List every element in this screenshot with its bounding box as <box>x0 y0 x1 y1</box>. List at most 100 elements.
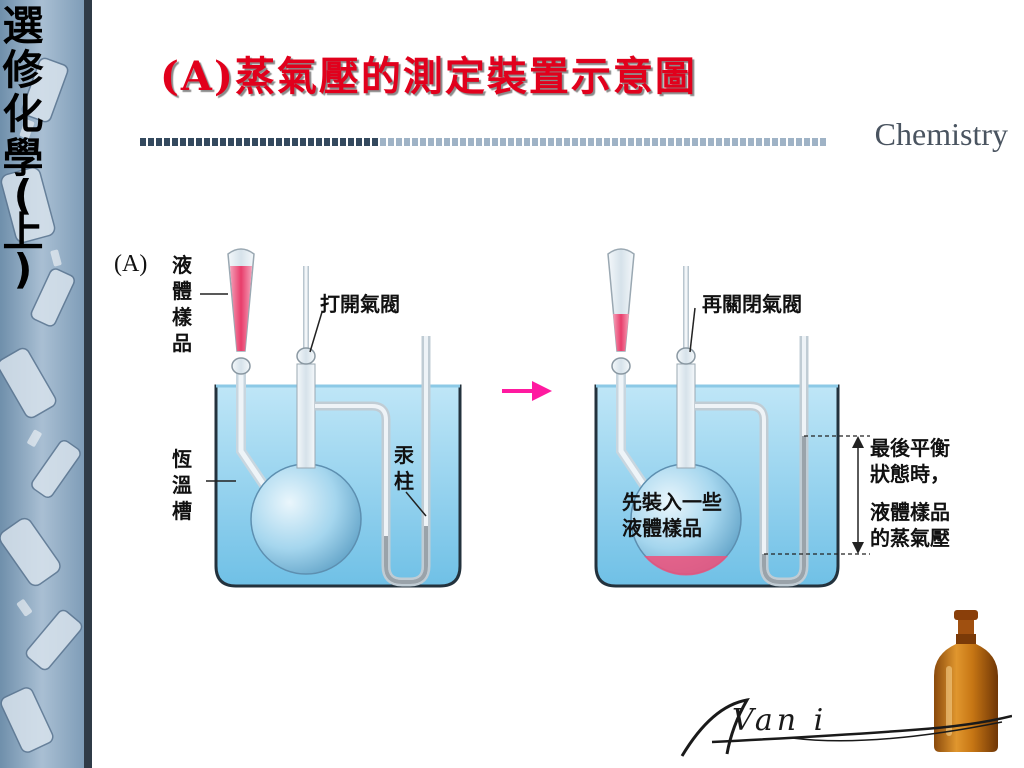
equilibrium-line4: 的蒸氣壓 <box>870 526 950 550</box>
divider-dot <box>508 138 514 146</box>
divider-dot <box>660 138 666 146</box>
divider-dot <box>460 138 466 146</box>
divider-dot <box>396 138 402 146</box>
course-title: 選 修 化 學 ( 上 ) <box>0 2 46 293</box>
divider-dot <box>380 138 386 146</box>
divider-dot <box>236 138 242 146</box>
divider-dot <box>468 138 474 146</box>
divider-dot <box>436 138 442 146</box>
preloaded-sample-line1: 先裝入一些 <box>622 490 722 514</box>
divider-dot <box>420 138 426 146</box>
right-funnel-stopcock <box>611 357 631 375</box>
divider-dot <box>676 138 682 146</box>
divider-dot <box>564 138 570 146</box>
divider-dot <box>204 138 210 146</box>
divider-dot <box>164 138 170 146</box>
divider-dot <box>220 138 226 146</box>
divider-dot <box>444 138 450 146</box>
course-title-char: 上 <box>2 208 44 256</box>
course-title-char: 化 <box>2 90 44 138</box>
divider-dot <box>644 138 650 146</box>
title-divider <box>140 138 826 146</box>
divider-dot <box>364 138 370 146</box>
divider-dot <box>260 138 266 146</box>
equilibrium-line2: 狀態時， <box>870 462 950 486</box>
divider-dot <box>404 138 410 146</box>
open-valve-label: 打開氣閥 <box>320 292 400 316</box>
divider-dot <box>428 138 434 146</box>
divider-dot <box>812 138 818 146</box>
divider-dot <box>724 138 730 146</box>
right-apparatus <box>594 248 870 588</box>
course-title-char: ( <box>13 171 33 219</box>
divider-dot <box>772 138 778 146</box>
divider-dot <box>492 138 498 146</box>
divider-dot <box>684 138 690 146</box>
divider-dot <box>452 138 458 146</box>
divider-dot <box>668 138 674 146</box>
thermostat-bath-label: 恆溫槽 <box>172 447 192 523</box>
signature-swoosh <box>680 697 1012 757</box>
divider-dot <box>636 138 642 146</box>
divider-dot <box>716 138 722 146</box>
divider-dot <box>556 138 562 146</box>
divider-dot <box>252 138 258 146</box>
divider-dot <box>612 138 618 146</box>
divider-dot <box>652 138 658 146</box>
divider-dot <box>748 138 754 146</box>
divider-dot <box>764 138 770 146</box>
divider-dot <box>324 138 330 146</box>
right-flask-liquid <box>644 556 728 576</box>
preloaded-sample-line2: 液體樣品 <box>622 516 702 540</box>
divider-dot <box>356 138 362 146</box>
divider-dot <box>692 138 698 146</box>
course-title-char: 修 <box>2 46 44 94</box>
divider-dot <box>212 138 218 146</box>
divider-dot <box>332 138 338 146</box>
equilibrium-line3: 液體樣品 <box>870 500 950 524</box>
divider-dot <box>372 138 378 146</box>
divider-dot <box>156 138 162 146</box>
divider-dot <box>804 138 810 146</box>
course-title-char: 選 <box>2 2 44 50</box>
divider-dot <box>628 138 634 146</box>
left-apparatus <box>200 248 462 588</box>
divider-dot <box>580 138 586 146</box>
divider-dot <box>140 138 146 146</box>
divider-dot <box>308 138 314 146</box>
liquid-sample-label: 液體樣品 <box>172 253 192 355</box>
sidebar-background <box>0 0 92 768</box>
course-title-char: ) <box>13 245 33 293</box>
divider-dot <box>756 138 762 146</box>
close-valve-label: 再關閉氣閥 <box>702 292 802 316</box>
divider-dot <box>476 138 482 146</box>
sidebar: 選 修 化 學 ( 上 ) <box>0 0 92 768</box>
course-title-char: 學 <box>2 134 44 182</box>
divider-dot <box>500 138 506 146</box>
divider-dot <box>276 138 282 146</box>
divider-dot <box>524 138 530 146</box>
divider-dot <box>388 138 394 146</box>
slide-title: (A)蒸氣壓的測定裝置示意圖 <box>160 53 697 100</box>
divider-dot <box>796 138 802 146</box>
mercury-column-label: 汞柱 <box>394 443 414 493</box>
divider-dot <box>572 138 578 146</box>
right-gas-valve <box>676 347 696 365</box>
divider-dot <box>340 138 346 146</box>
left-mercury-column <box>384 526 428 584</box>
divider-dot <box>820 138 826 146</box>
divider-dot <box>228 138 234 146</box>
divider-dot <box>172 138 178 146</box>
divider-dot <box>596 138 602 146</box>
left-gas-valve <box>296 347 316 365</box>
divider-dot <box>316 138 322 146</box>
subject-label: Chemistry <box>874 116 1008 152</box>
divider-dot <box>244 138 250 146</box>
divider-dot <box>268 138 274 146</box>
equilibrium-line1: 最後平衡 <box>870 436 950 460</box>
left-funnel-sample <box>230 266 252 351</box>
divider-dot <box>740 138 746 146</box>
panel-label: (A) <box>114 251 148 277</box>
divider-dot <box>548 138 554 146</box>
divider-dot <box>292 138 298 146</box>
